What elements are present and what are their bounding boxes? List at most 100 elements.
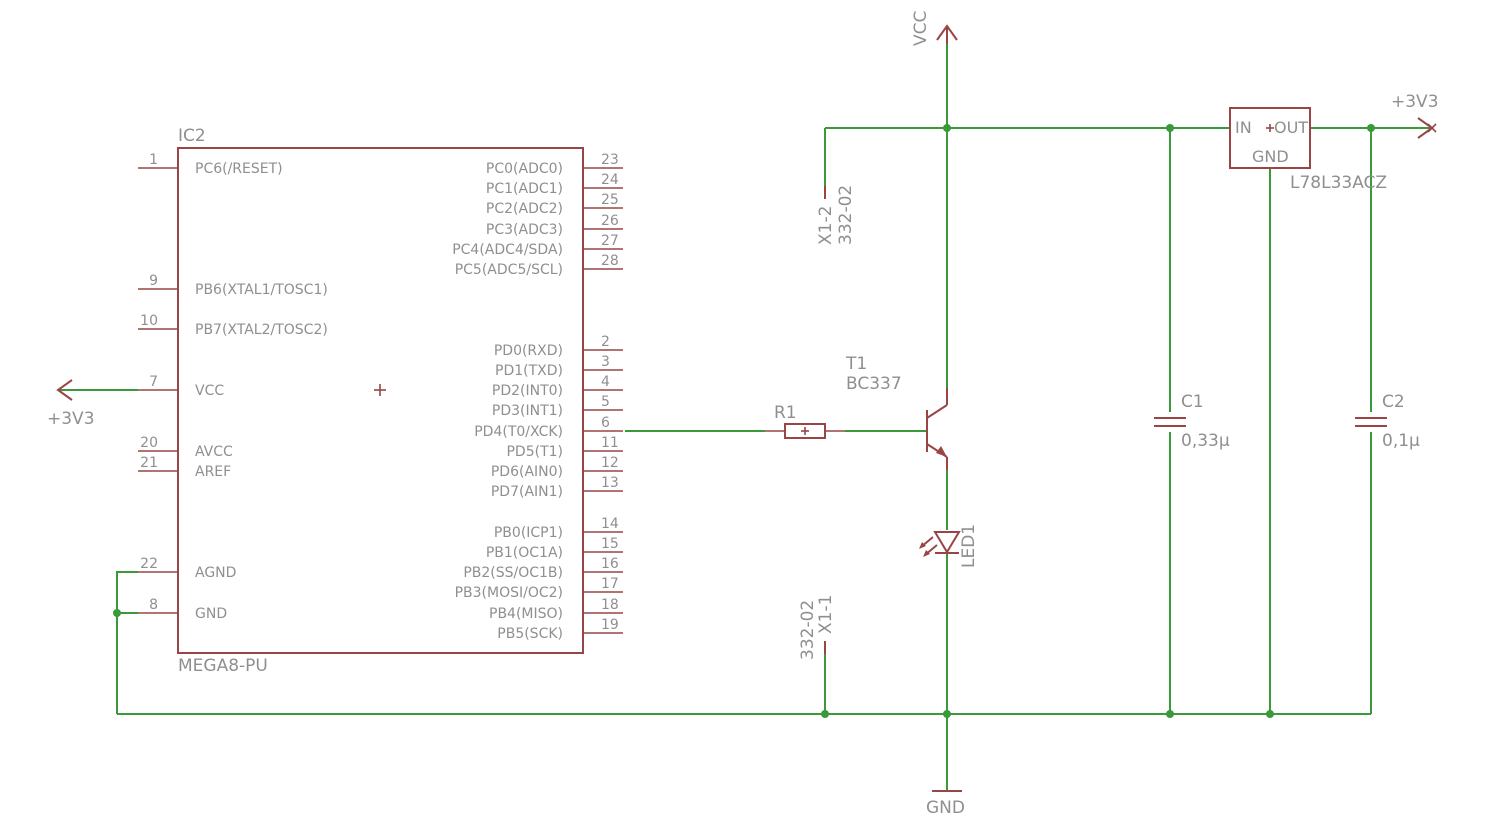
ic2-pin-number: 7 bbox=[149, 374, 158, 390]
ic2-pin-number: 6 bbox=[601, 415, 610, 431]
vcc-label: VCC bbox=[911, 11, 931, 46]
regulator-gnd-label: GND bbox=[1252, 147, 1289, 166]
ic2-pin-number: 21 bbox=[140, 455, 158, 471]
junction-vcc bbox=[943, 124, 951, 132]
supply-3v3-left[interactable]: +3V3 bbox=[47, 379, 95, 429]
ic2-pin-name: GND bbox=[195, 606, 227, 622]
x1-1-value: 332-02 bbox=[798, 600, 818, 660]
regulator-l78l33[interactable]: IN OUT GND L78L33ACZ bbox=[1229, 107, 1387, 193]
ic2-pin-number: 11 bbox=[601, 435, 619, 451]
ic2-pin-number: 28 bbox=[601, 253, 619, 269]
ic2-pin-number: 13 bbox=[601, 475, 619, 491]
ic2-pin-name: PC6(/RESET) bbox=[195, 161, 283, 177]
regulator-body bbox=[1229, 107, 1311, 169]
t1-value: BC337 bbox=[846, 374, 902, 394]
ic2-mega8[interactable]: IC2 MEGA8-PU 1PC6(/RESET)9PB6(XTAL1/TOSC… bbox=[138, 126, 623, 676]
ic2-pin-name: PB4(MISO) bbox=[489, 606, 563, 622]
ic2-pin-name: PC4(ADC4/SDA) bbox=[452, 242, 563, 258]
junction-c1-bottom bbox=[1166, 710, 1174, 718]
ic2-pin-name: PD7(AIN1) bbox=[491, 484, 563, 500]
ic2-pin-number: 25 bbox=[601, 192, 619, 208]
resistor-r1[interactable]: R1 bbox=[765, 403, 845, 439]
supply-vcc[interactable]: VCC bbox=[911, 11, 958, 46]
supply-gnd[interactable]: GND bbox=[926, 790, 965, 818]
junction-reg-gnd bbox=[1266, 710, 1274, 718]
ic2-pin-name: PB6(XTAL1/TOSC1) bbox=[195, 282, 328, 298]
c1-ref: C1 bbox=[1181, 392, 1204, 412]
regulator-value: L78L33ACZ bbox=[1290, 173, 1387, 193]
ic2-pin-name: PD5(T1) bbox=[506, 444, 563, 460]
junctions bbox=[113, 124, 1375, 718]
supply-3v3-right[interactable]: +3V3 bbox=[1391, 92, 1439, 139]
t1-emitter-arrow-icon bbox=[936, 446, 947, 457]
ic2-pin-name: PB3(MOSI/OC2) bbox=[455, 585, 563, 601]
supply-3v3-left-label: +3V3 bbox=[47, 409, 95, 429]
ic2-pin-number: 15 bbox=[601, 536, 619, 552]
ic2-pin-name: AGND bbox=[195, 565, 236, 581]
ic2-pin-name: PB7(XTAL2/TOSC2) bbox=[195, 322, 328, 338]
junction-c2-top bbox=[1367, 124, 1375, 132]
c2-value: 0,1µ bbox=[1382, 431, 1420, 451]
ic2-pin-name: AREF bbox=[195, 464, 231, 480]
led1-ray-arrow-1-icon bbox=[919, 542, 926, 549]
ic2-ref: IC2 bbox=[178, 126, 206, 146]
ic2-pin-number: 9 bbox=[149, 273, 158, 289]
transistor-t1[interactable]: T1 BC337 bbox=[845, 354, 948, 470]
ic2-body bbox=[177, 147, 584, 654]
ic2-pin-number: 27 bbox=[601, 233, 619, 249]
capacitor-c2[interactable]: C2 0,1µ bbox=[1355, 392, 1420, 451]
ic2-pin-name: PD2(INT0) bbox=[492, 383, 563, 399]
wire-agnd bbox=[116, 571, 138, 714]
ic2-pin-number: 24 bbox=[601, 172, 619, 188]
t1-ref: T1 bbox=[845, 354, 867, 374]
ic2-pin-name: PD1(TXD) bbox=[495, 363, 563, 379]
x1-1-ref: X1-1 bbox=[816, 595, 836, 634]
gnd-label: GND bbox=[926, 798, 965, 818]
led-led1[interactable]: LED1 bbox=[919, 524, 979, 568]
connector-x1-1[interactable]: 332-02 X1-1 bbox=[798, 595, 836, 660]
connector-x1-2[interactable]: X1-2 332-02 bbox=[816, 185, 856, 245]
ic2-pin-number: 16 bbox=[601, 556, 619, 572]
ic2-pin-name: AVCC bbox=[195, 444, 233, 460]
ic2-pin-name: PD4(T0/XCK) bbox=[474, 424, 563, 440]
capacitor-c1[interactable]: C1 0,33µ bbox=[1154, 392, 1230, 451]
ic2-right-pins: 23PC0(ADC0)24PC1(ADC1)25PC2(ADC2)26PC3(A… bbox=[452, 152, 623, 642]
x1-2-value: 332-02 bbox=[836, 185, 856, 245]
ic2-pin-name: PB5(SCK) bbox=[497, 626, 563, 642]
ic2-pin-number: 4 bbox=[601, 374, 610, 390]
ic2-pin-name: PD3(INT1) bbox=[492, 403, 563, 419]
ic2-pin-name: PD0(RXD) bbox=[494, 343, 563, 359]
supply-arrow-icon bbox=[56, 379, 73, 401]
led1-triangle bbox=[933, 531, 961, 554]
